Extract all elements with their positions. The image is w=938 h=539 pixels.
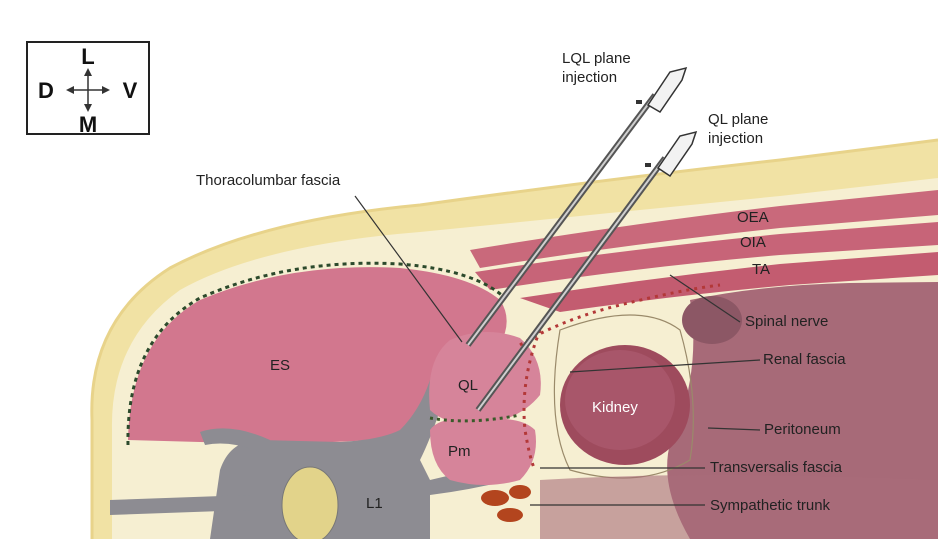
spinal-nerve-label: Spinal nerve — [745, 313, 828, 330]
compass-right-letter: V — [123, 78, 138, 103]
pm-label: Pm — [448, 443, 471, 460]
renal-fascia-label: Renal fascia — [763, 351, 846, 368]
orientation-compass: L D V M — [27, 42, 149, 137]
sympathetic-trunk-mid — [509, 485, 531, 499]
lql-injection-label-line1: LQL plane — [562, 50, 631, 67]
ql-injection-label-line2: injection — [708, 130, 763, 147]
es-label: ES — [270, 357, 290, 374]
psoas-major-muscle — [430, 419, 536, 485]
vertebral-body-core — [282, 467, 338, 539]
kidney-label: Kidney — [592, 399, 638, 416]
compass-top-letter: L — [81, 44, 94, 69]
ql-injection-label-line1: QL plane — [708, 111, 768, 128]
ql-label: QL — [458, 377, 478, 394]
sympathetic-trunk-upper — [481, 490, 509, 506]
sympathetic-trunk-label: Sympathetic trunk — [710, 497, 831, 514]
lql-injection-label-line2: injection — [562, 69, 617, 86]
compass-left-letter: D — [38, 78, 54, 103]
sympathetic-trunk-lower — [497, 508, 523, 522]
thoracolumbar-fascia-label: Thoracolumbar fascia — [196, 172, 341, 189]
compass-bottom-letter: M — [79, 112, 97, 137]
oea-label: OEA — [737, 209, 769, 226]
peritoneum-label: Peritoneum — [764, 421, 841, 438]
oia-label: OIA — [740, 234, 766, 251]
transversalis-fascia-label: Transversalis fascia — [710, 459, 843, 476]
ta-label: TA — [752, 261, 770, 278]
l1-label: L1 — [366, 495, 383, 512]
